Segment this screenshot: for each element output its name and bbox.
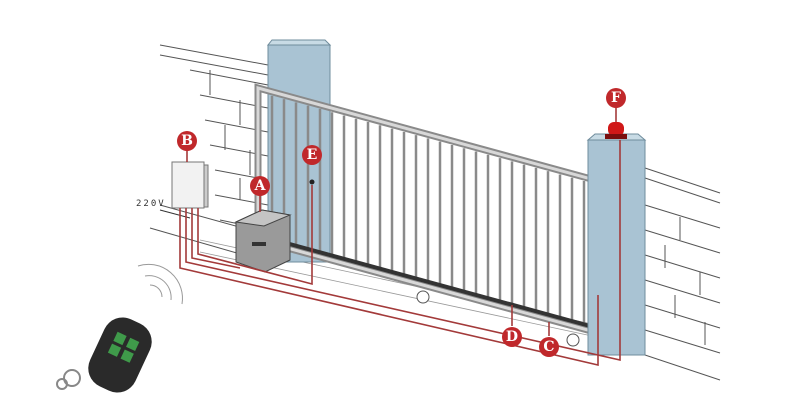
control-box (171, 161, 209, 209)
gate-wheels (416, 290, 580, 347)
photocell-sensor (309, 179, 315, 185)
right-brick-wall (644, 167, 721, 381)
gate-bars (270, 95, 586, 325)
wiring (179, 107, 621, 367)
svg-text:E: E (307, 147, 318, 163)
warning-lamp (605, 122, 627, 139)
svg-text:B: B (181, 133, 193, 149)
label-marker-c: C (539, 337, 559, 357)
remote-control (88, 317, 152, 393)
right-post (586, 133, 647, 356)
power-cable (159, 209, 191, 219)
label-marker-f: F (606, 88, 626, 108)
voltage-label: 220V (136, 199, 166, 209)
svg-text:D: D (506, 329, 518, 345)
left-brick-wall (149, 44, 269, 263)
gear-rack (274, 238, 591, 328)
signal-waves-icon (137, 263, 183, 305)
keyring-icon (56, 369, 81, 390)
svg-text:F: F (611, 90, 621, 106)
label-marker-a: A (250, 176, 270, 196)
gate-motor (234, 209, 292, 273)
svg-text:A: A (254, 178, 267, 194)
label-marker-d: D (502, 327, 522, 347)
label-marker-b: B (177, 131, 197, 151)
label-marker-e: E (302, 145, 322, 165)
svg-text:C: C (543, 339, 554, 355)
